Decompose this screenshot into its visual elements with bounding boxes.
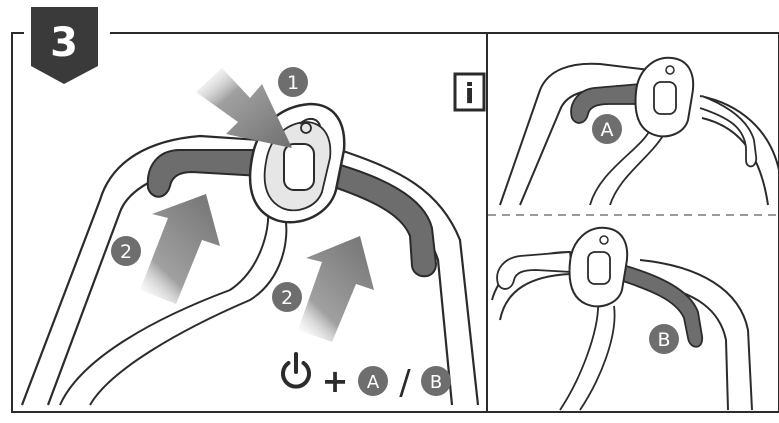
- callout-2-left: 2: [111, 236, 141, 266]
- power-button: [283, 143, 315, 191]
- arrow-icon: [196, 68, 292, 148]
- formula-option-a: A: [367, 372, 380, 393]
- power-icon: [281, 352, 311, 389]
- formula-b-circle: [421, 366, 451, 396]
- callout-b-label: B: [657, 329, 670, 351]
- step-number: 3: [50, 20, 78, 66]
- panel-variant-a: A: [499, 56, 779, 206]
- grip-left: [146, 149, 263, 198]
- formula-option-b: B: [430, 372, 442, 393]
- handle-tube-left: [20, 134, 261, 406]
- callout-2-right-label: 2: [281, 287, 293, 309]
- grip-a: [570, 83, 641, 124]
- control-formula: + A / B: [281, 352, 451, 403]
- step-badge: 3: [31, 7, 98, 84]
- grip-right: [318, 160, 438, 278]
- grip-b: [618, 264, 703, 348]
- arrow-icon: [140, 194, 220, 304]
- panel-variant-b: B: [491, 226, 753, 411]
- cable: [59, 209, 270, 406]
- callout-a: [592, 114, 622, 144]
- main-panel: 1 2 2 + A / B: [20, 67, 480, 406]
- frame: [11, 32, 779, 413]
- callout-2-left-label: 2: [120, 241, 132, 263]
- info-glyph: i: [465, 77, 475, 110]
- callout-1: 1: [278, 67, 308, 97]
- callout-a-label: A: [601, 119, 614, 141]
- formula-plus: +: [322, 362, 349, 400]
- formula-separator: /: [399, 363, 411, 403]
- callout-2-right: 2: [272, 282, 302, 312]
- info-icon: i: [453, 72, 486, 112]
- callout-1-label: 1: [287, 72, 299, 94]
- handle-tube-right: [339, 148, 480, 406]
- formula-a-circle: [358, 366, 388, 396]
- arrow-icon: [298, 236, 374, 342]
- callout-b: [649, 324, 679, 354]
